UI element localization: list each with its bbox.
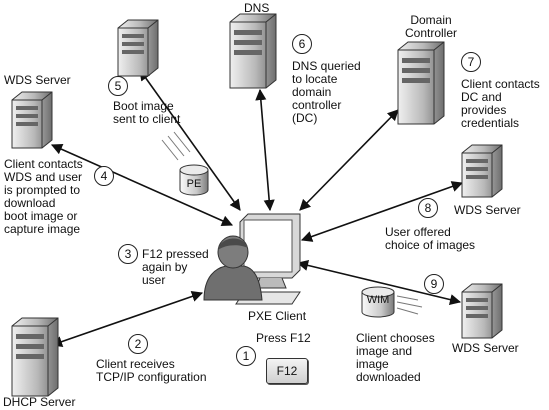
wim-badge: WIM: [366, 294, 390, 306]
f12-key: F12: [266, 358, 308, 384]
connection-arrows: [50, 69, 464, 347]
step-9-text: Client chooses image and image downloade…: [356, 331, 435, 384]
dns-server-icon: [229, 13, 277, 89]
step-8-text: User offered choice of images: [385, 225, 476, 252]
step-4-number: 4: [94, 166, 114, 186]
wds-server-right-title: WDS Server: [454, 203, 521, 217]
step-3-number: 3: [118, 244, 138, 264]
pxe-client-icon: [203, 213, 301, 305]
wim-disk-icon: [361, 286, 423, 318]
pxe-client-title: PXE Client: [248, 309, 307, 323]
arrow-domain-controller: [299, 109, 399, 211]
step-2-text: Client receives TCP/IP configuration: [96, 357, 207, 384]
arrow-dhcp: [50, 291, 204, 347]
domain-controller-server-icon: [397, 41, 445, 125]
domain-controller-title: Domain Controller: [405, 13, 458, 40]
step-7-text: Client contacts DC and provides credenti…: [461, 77, 540, 130]
step-6-text: DNS queried to locate domain controller …: [292, 59, 361, 125]
boot-image-server-icon: [117, 19, 159, 77]
step-6-number: 6: [292, 34, 312, 54]
step-4-text: Client contacts WDS and user is prompted…: [4, 157, 83, 236]
wds-server-bottom-icon: [461, 283, 503, 339]
arrow-boot-image: [139, 69, 241, 211]
pe-badge: PE: [186, 178, 202, 190]
wds-server-left-title: WDS Server: [4, 73, 71, 87]
step-9-number: 9: [424, 274, 444, 294]
arrow-dns: [255, 88, 275, 212]
dhcp-server-icon: [11, 317, 59, 397]
step-8-number: 8: [418, 198, 438, 218]
press-f12-label: Press F12: [256, 331, 311, 345]
wds-server-right-icon: [461, 144, 503, 198]
arrow-wds-right: [300, 181, 464, 242]
step-1-number: 1: [236, 346, 256, 366]
wds-server-bottom-title: WDS Server: [452, 341, 519, 355]
pe-disk-icon: [161, 131, 209, 196]
dhcp-server-title: DHCP Server: [3, 395, 76, 409]
step-2-number: 2: [128, 334, 148, 354]
step-5-text: Boot image sent to client: [113, 99, 181, 126]
step-3-text: F12 pressed again by user: [142, 247, 209, 287]
step-5-number: 5: [108, 76, 128, 96]
wds-server-left-icon: [11, 91, 53, 149]
step-7-number: 7: [461, 52, 481, 72]
arrow-wds-bottom: [296, 259, 462, 306]
dns-title: DNS: [244, 1, 270, 15]
